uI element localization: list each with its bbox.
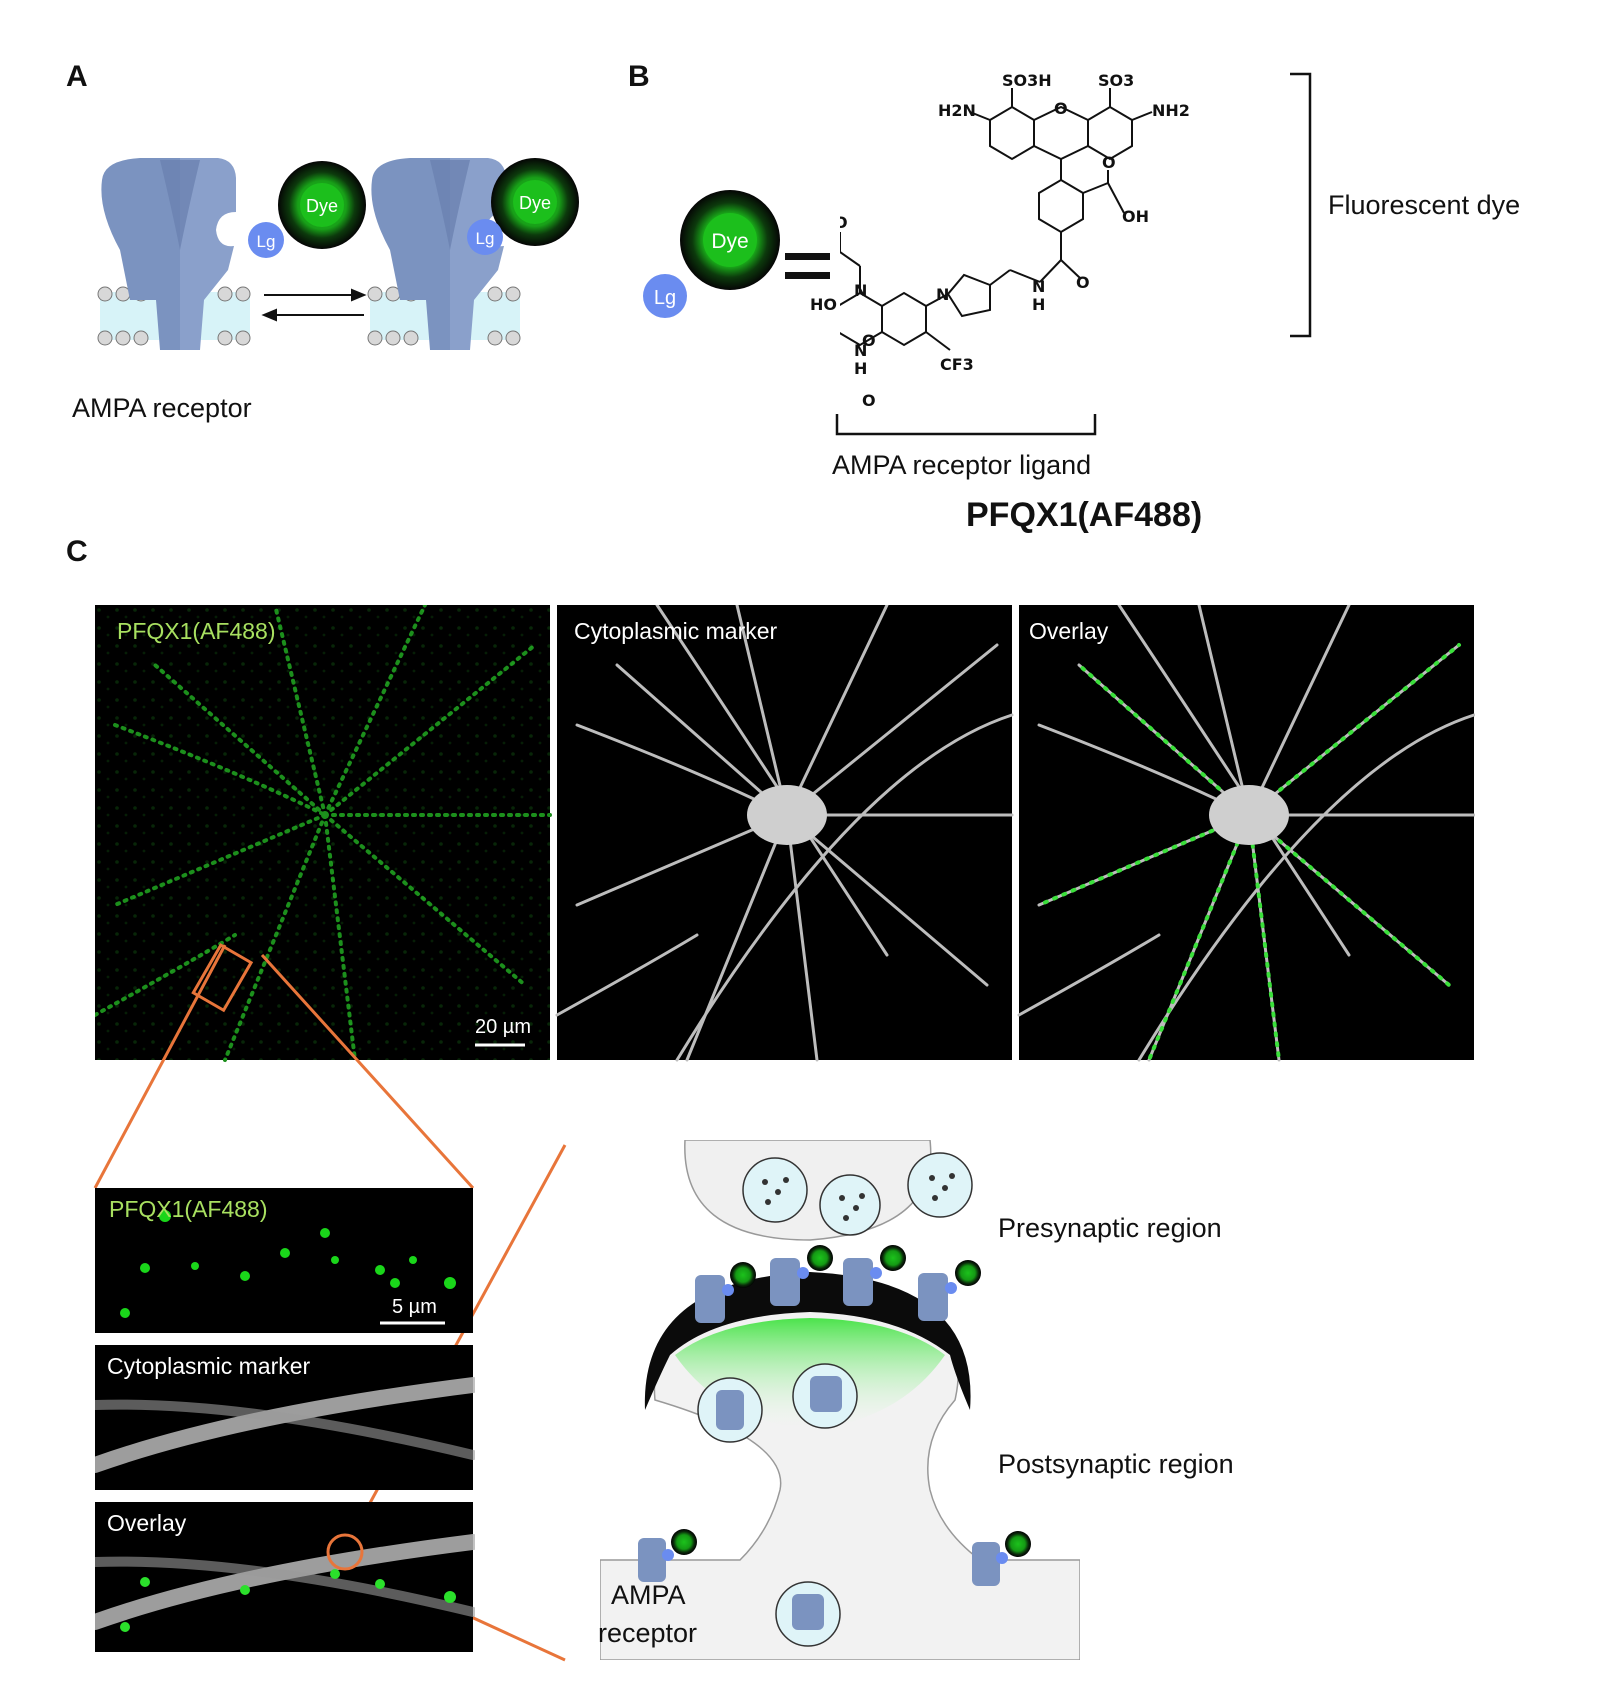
atom-so3: SO3: [1098, 71, 1134, 90]
atom-o-xanthene: O: [1054, 99, 1068, 118]
atom-o-carboxyl: O: [840, 213, 848, 232]
atom-cf3: CF3: [940, 355, 974, 374]
zoom-overlay: [95, 1502, 475, 1652]
postsynaptic-label: Postsynaptic region: [998, 1449, 1234, 1479]
surface-receptor-left: [638, 1529, 697, 1582]
scale-bar-large-label: 20 µm: [475, 1016, 531, 1038]
atom-n-quin1: N: [854, 281, 867, 300]
ligand-label: AMPA receptor ligand: [832, 450, 1092, 480]
fluorescent-dye-label: Fluorescent dye: [1328, 190, 1521, 220]
bound-probe: Dye Lg: [467, 158, 579, 255]
atom-o-acid: O: [1102, 153, 1116, 172]
atom-h-amide: H: [1032, 295, 1045, 314]
zoom-circle: [326, 1533, 364, 1571]
psd-dyes: [730, 1245, 981, 1288]
atom-h2n: H2N: [938, 101, 976, 120]
atom-so3h: SO3H: [1002, 71, 1052, 90]
atom-o-amide: O: [1076, 273, 1090, 292]
image-overlay: [1017, 605, 1475, 1062]
zoom3-label: Overlay: [107, 1510, 187, 1536]
panel-letter-a: A: [66, 60, 88, 93]
compound-name: PFQX1(AF488): [966, 496, 1203, 534]
lg-text-a1: Lg: [257, 232, 276, 251]
vesicles: [742, 1152, 973, 1236]
atom-oh: OH: [1122, 207, 1149, 226]
psd: [644, 1272, 971, 1410]
panel-b-probe: Dye Lg: [643, 190, 830, 318]
atom-o-ring1: O: [862, 331, 876, 350]
scale-bar-small-label: 5 µm: [392, 1296, 437, 1318]
lg-text-a2: Lg: [476, 229, 495, 248]
atom-n-amide: N: [1032, 277, 1045, 296]
ampa-receptor-label-c2: receptor: [598, 1618, 698, 1648]
panel-a-diagram: Dye Lg Dye Lg: [97, 158, 579, 350]
dye-text-a2: Dye: [519, 193, 551, 213]
zoom-cytoplasmic: [95, 1345, 475, 1490]
atom-o-ring2: O: [862, 391, 876, 410]
image-cytoplasmic: [555, 605, 1014, 1062]
dye-text-b: Dye: [711, 230, 748, 253]
zoom1-label: PFQX1(AF488): [109, 1196, 268, 1222]
receptor-closed: [101, 158, 236, 350]
chemical-structure: SO3H SO3 H2N NH2 O O OH O N H N CF3 N N …: [840, 71, 1190, 378]
microscopy-row: [95, 605, 1475, 1062]
atom-n-quin2: N: [854, 341, 867, 360]
surface-receptor-right: [972, 1531, 1031, 1586]
zoom-pfqx1: [95, 1188, 473, 1333]
atom-h-quin: H: [854, 359, 867, 378]
presynaptic-label: Presynaptic region: [998, 1213, 1222, 1243]
atom-n-pyrrole: N: [936, 285, 949, 304]
fluorescent-dye-bracket: [1290, 72, 1312, 338]
equilibrium-arrows: [261, 288, 367, 322]
free-probe: Dye Lg: [248, 161, 366, 258]
panel-letter-c: C: [66, 535, 88, 568]
synapse-schematic: [600, 1140, 1080, 1660]
lg-text-b: Lg: [654, 287, 676, 309]
presynaptic-terminal: [684, 1140, 932, 1241]
image1-label: PFQX1(AF488): [117, 618, 276, 644]
zoom-stack: [95, 1188, 475, 1652]
image-pfqx1: [95, 605, 552, 1062]
zoom2-label: Cytoplasmic marker: [107, 1353, 311, 1379]
equals-bottom: [785, 272, 830, 279]
zoom-box: [191, 943, 254, 1013]
ampa-receptor-label-a: AMPA receptor: [72, 393, 252, 423]
psd-receptors: [695, 1258, 948, 1323]
image2-label: Cytoplasmic marker: [574, 618, 778, 644]
image3-label: Overlay: [1029, 618, 1109, 644]
ampa-receptor-label-c1: AMPA: [611, 1580, 686, 1610]
equals-top: [785, 253, 830, 260]
atom-nh2: NH2: [1152, 101, 1190, 120]
panel-letter-b: B: [628, 60, 650, 93]
atom-ho: HO: [810, 295, 837, 314]
dye-text-a1: Dye: [306, 196, 338, 216]
ligand-bracket: [835, 414, 1097, 436]
